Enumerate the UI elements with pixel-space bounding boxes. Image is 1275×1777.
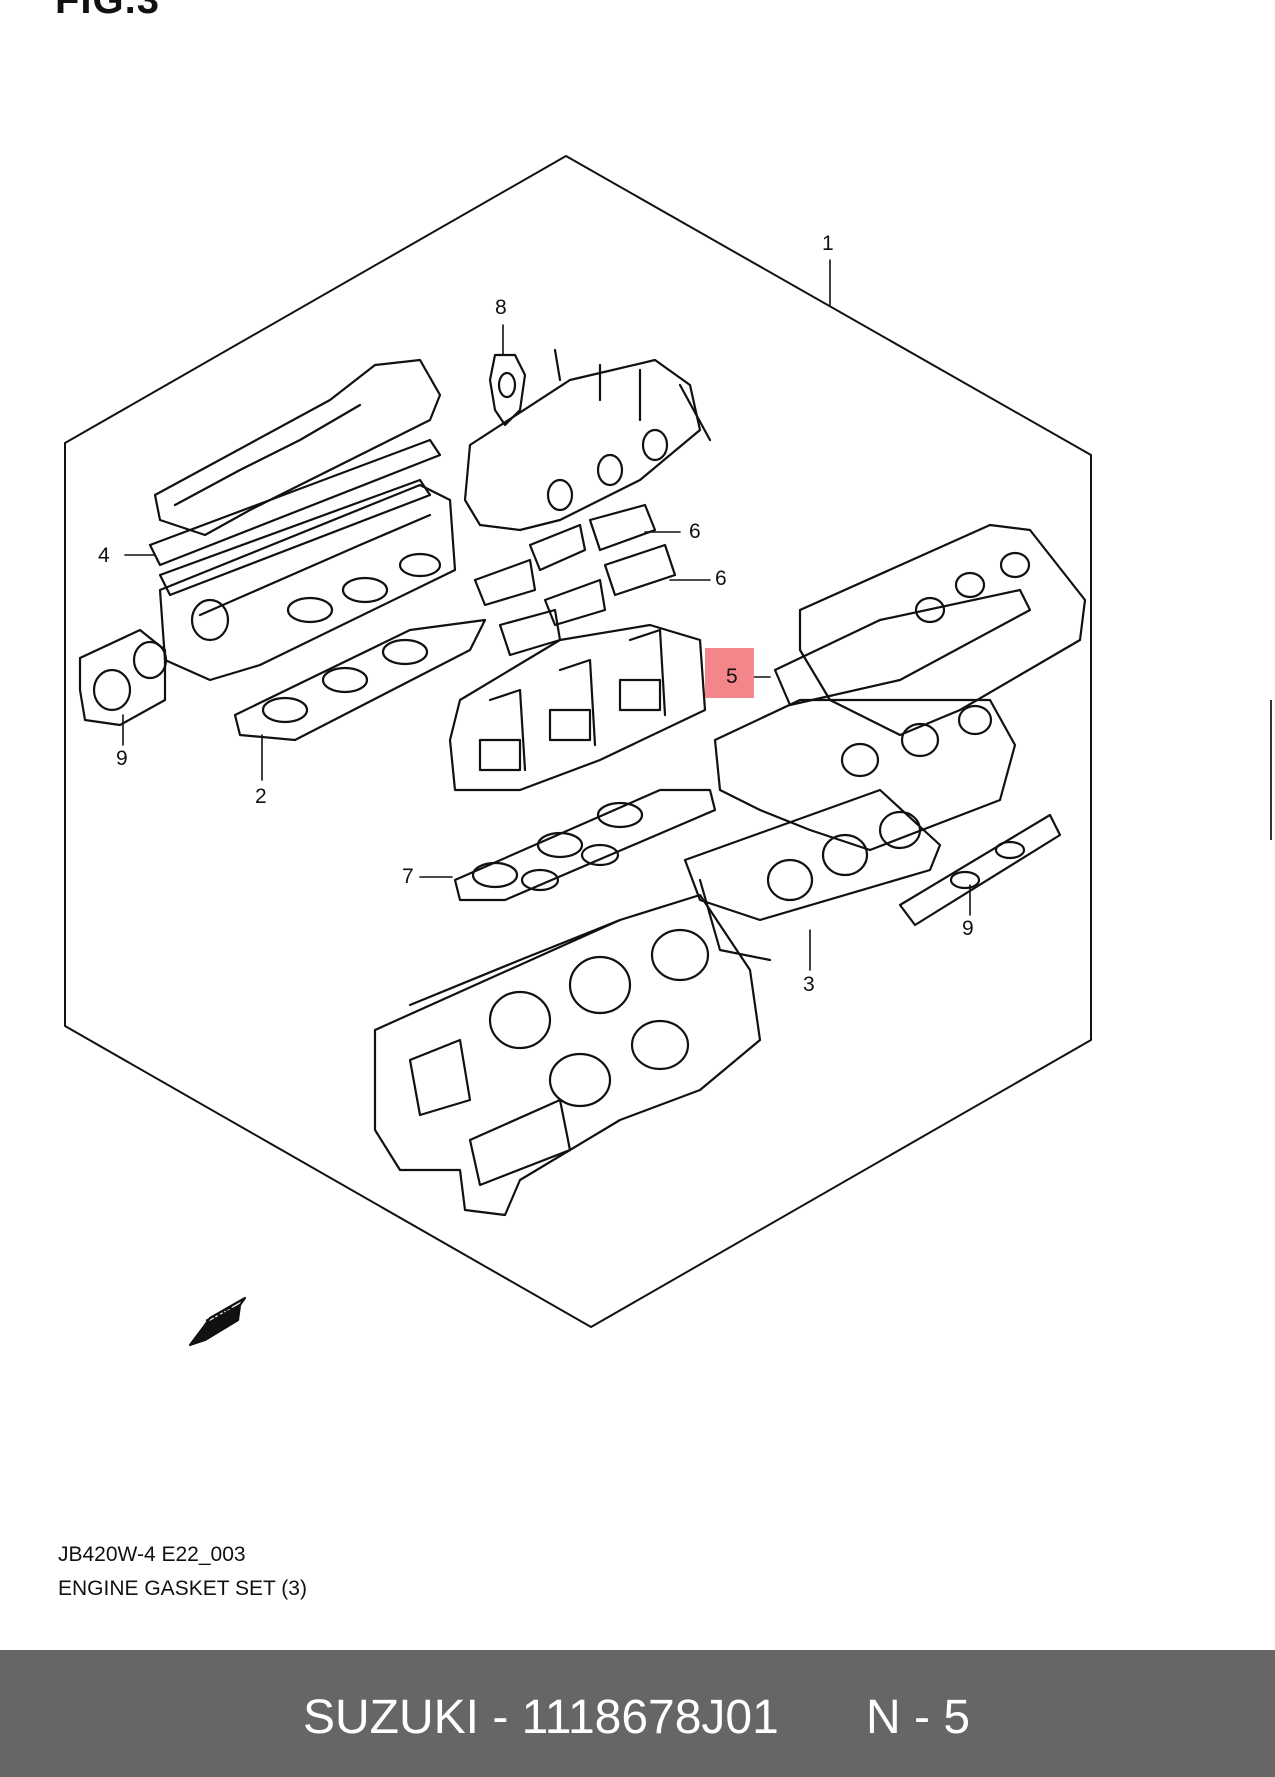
- callout-2: 2: [255, 785, 267, 808]
- diagram-code: JB420W-4 E22_003: [58, 1543, 246, 1566]
- lower-intake-manifold-outline: [448, 623, 707, 792]
- right-exhaust-gasket-outline: [898, 813, 1062, 927]
- left-head-cover-outline: [148, 358, 442, 597]
- leader-lines: [122, 259, 971, 971]
- callout-5-highlight: [705, 648, 754, 698]
- sensor-gasket-outline: [488, 353, 527, 427]
- gasket-set-boundary: [64, 155, 1092, 1328]
- plenum-gasket-outline: [453, 788, 717, 902]
- callout-9-left: 9: [116, 747, 128, 770]
- right-head-gasket-outline: [683, 788, 942, 962]
- footer-bar: SUZUKI - 1118678J01 N - 5: [0, 1650, 1275, 1777]
- callout-9-right: 9: [962, 917, 974, 940]
- callout-1: 1: [822, 232, 834, 255]
- fwd-arrow-icon: [188, 1296, 247, 1347]
- intake-manifold-outline: [463, 348, 712, 532]
- figure-label: FIG.3: [55, 0, 161, 22]
- left-cylinder-head-outline: [158, 483, 457, 682]
- engine-block-outline: [373, 893, 762, 1217]
- callout-6-upper: 6: [689, 520, 701, 543]
- callout-8: 8: [495, 296, 507, 319]
- callout-4: 4: [98, 544, 110, 567]
- right-head-cover-outline: [773, 523, 1087, 737]
- left-exhaust-gasket-outline: [78, 628, 168, 727]
- callout-7: 7: [402, 865, 414, 888]
- footer-position: N - 5: [866, 1691, 971, 1744]
- callout-5: 5: [726, 665, 738, 688]
- callout-6-lower: 6: [715, 567, 727, 590]
- left-head-gasket-outline: [233, 618, 487, 742]
- right-cylinder-head-outline: [713, 698, 1017, 852]
- exploded-parts-diagram: [64, 155, 1092, 1347]
- diagram-title: ENGINE GASKET SET (3): [58, 1577, 307, 1600]
- footer-part-number: SUZUKI - 1118678J01: [303, 1691, 779, 1744]
- right-edge-mark-upper: [1270, 700, 1272, 840]
- callout-3: 3: [803, 973, 815, 996]
